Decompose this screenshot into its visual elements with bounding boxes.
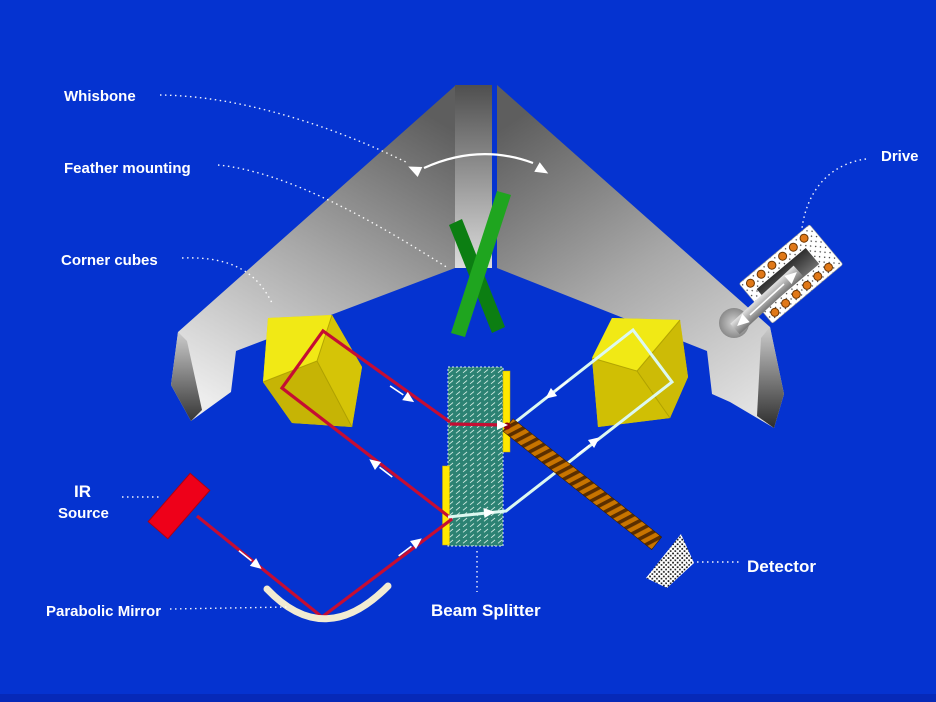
label-beam-splitter: Beam Splitter <box>431 601 541 620</box>
drive-motion-arrow <box>737 271 797 327</box>
wishbone-structure <box>171 85 784 428</box>
arc-arrow-left-icon <box>408 166 423 177</box>
labels: Whisbone Feather mounting Corner cubes D… <box>46 88 919 620</box>
beam-splitter-assembly <box>442 366 511 547</box>
drive-coil-dots <box>745 233 833 317</box>
corner-cube-right <box>591 318 688 427</box>
arc-arrow-right-icon <box>534 162 549 174</box>
beam-arrow-icon <box>238 550 262 569</box>
beam-arrow-icon <box>545 380 569 399</box>
wishbone-right-arm <box>497 85 784 428</box>
beam-arrow-icon <box>483 508 495 518</box>
flex-pivot-x <box>449 191 511 337</box>
detector-cone <box>646 534 694 588</box>
label-whisbone: Whisbone <box>64 88 136 105</box>
beam-arrow-icon <box>398 538 422 557</box>
wishbone-left-arm-end-cap <box>171 332 202 421</box>
label-corner-cubes: Corner cubes <box>61 252 158 269</box>
beam-arrow-icon <box>576 437 600 456</box>
beam-splitter-coating-strip-lower <box>442 465 450 546</box>
label-detector: Detector <box>747 557 816 576</box>
label-ir: IR <box>74 482 91 501</box>
parabolic-mirror-arc <box>263 582 392 623</box>
leader-corner-cubes <box>181 257 273 304</box>
arrow-down-left-icon <box>737 313 750 327</box>
wishbone-left-arm <box>171 85 456 421</box>
rotation-arc-arrow <box>408 153 549 177</box>
leader-whisbone <box>159 94 409 164</box>
beam-splitter-coating-strip-upper <box>502 370 511 453</box>
label-drive: Drive <box>881 148 919 165</box>
ir-source-block <box>147 472 211 540</box>
flex-pivot-ribbon-front <box>451 191 511 337</box>
arrow-up-right-icon <box>784 271 797 285</box>
bottom-edge-strip <box>0 694 936 702</box>
wishbone-right-arm-end-cap <box>757 327 784 428</box>
leader-lines <box>122 94 867 610</box>
beam-arrow-icon <box>369 459 393 478</box>
beam-splitter-panel <box>447 366 504 547</box>
label-feather-mounting: Feather mounting <box>64 160 191 177</box>
beam-direction-arrows <box>238 380 600 569</box>
beam-arrow-icon <box>389 385 415 403</box>
label-source: Source <box>58 505 109 522</box>
label-parabolic-mirror: Parabolic Mirror <box>46 603 161 620</box>
beam-arrow-icon <box>497 420 508 430</box>
